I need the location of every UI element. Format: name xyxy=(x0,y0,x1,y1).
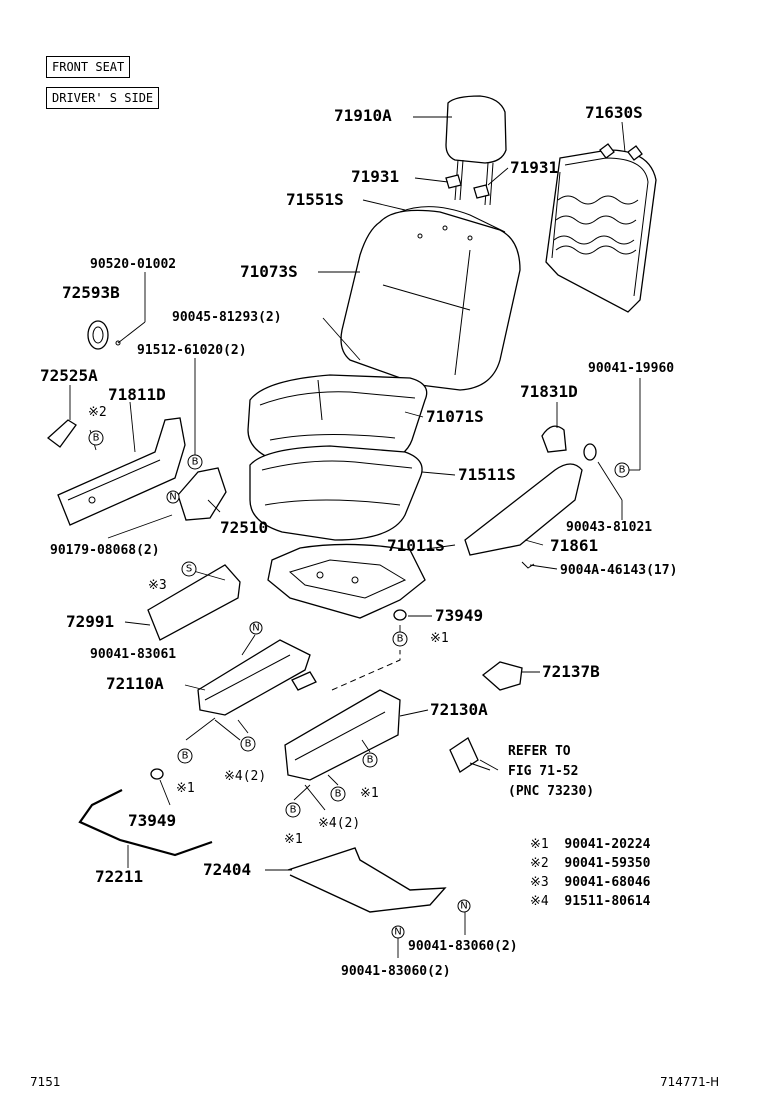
label-90043-81021[interactable]: 90043-81021 xyxy=(566,520,653,535)
label-71931-right[interactable]: 71931 xyxy=(510,158,559,177)
track-cover-drawing xyxy=(483,662,522,690)
legend-part[interactable]: 90041-68046 xyxy=(564,875,651,890)
label-72137B[interactable]: 72137B xyxy=(542,662,600,681)
seatback-frame-drawing xyxy=(546,144,656,312)
recliner-knob-drawing xyxy=(88,321,120,349)
label-71931-left[interactable]: 71931 xyxy=(351,167,400,186)
header-box-drivers-side: DRIVER' S SIDE xyxy=(46,87,160,109)
label-71551S[interactable]: 71551S xyxy=(286,190,344,209)
label-72110A[interactable]: 72110A xyxy=(106,674,164,693)
header-box-front-seat: FRONT SEAT xyxy=(46,56,131,78)
label-9004A-46143[interactable]: 9004A-46143(17) xyxy=(560,563,678,578)
label-72130A[interactable]: 72130A xyxy=(430,700,488,719)
label-73949-upper[interactable]: 73949 xyxy=(435,606,484,625)
legend-row: ※3 90041-68046 xyxy=(530,871,650,890)
seat-cushion-pad-drawing xyxy=(250,446,422,540)
label-90041-83061[interactable]: 90041-83061 xyxy=(90,647,177,662)
legend-part[interactable]: 90041-59350 xyxy=(564,856,651,871)
label-71073S[interactable]: 71073S xyxy=(240,262,298,281)
label-90041-83060-a[interactable]: 90041-83060(2) xyxy=(408,939,518,954)
link-72404-drawing xyxy=(288,848,445,912)
mark-x2: ※2 xyxy=(88,405,107,420)
legend-row: ※2 90041-59350 xyxy=(530,852,650,871)
label-72593B[interactable]: 72593B xyxy=(62,283,120,302)
footer-illustration-id: 714771-H xyxy=(660,1075,720,1089)
label-90179-08068[interactable]: 90179-08068(2) xyxy=(50,543,160,558)
side-shield-inner-drawing xyxy=(58,418,185,525)
headrest-drawing xyxy=(446,96,506,205)
label-72404[interactable]: 72404 xyxy=(203,860,252,879)
wire-72211-drawing xyxy=(80,790,212,855)
label-71630S[interactable]: 71630S xyxy=(585,103,643,122)
label-90041-83060-b[interactable]: 90041-83060(2) xyxy=(341,964,451,979)
legend-part[interactable]: 91511-80614 xyxy=(564,894,651,909)
label-71011S[interactable]: 71011S xyxy=(387,536,445,555)
label-71811D[interactable]: 71811D xyxy=(108,385,166,404)
label-90520-01002[interactable]: 90520-01002 xyxy=(90,257,177,272)
knob-71831D-drawing xyxy=(542,426,566,452)
seat-track-right-drawing xyxy=(285,690,400,810)
label-71071S[interactable]: 71071S xyxy=(426,407,484,426)
legend-mark: ※2 xyxy=(530,856,549,871)
label-71910A[interactable]: 71910A xyxy=(334,106,392,125)
refer-line-1: REFER TO xyxy=(508,744,571,759)
seatbelt-buckle-drawing xyxy=(450,738,478,772)
seat-pan-drawing xyxy=(268,544,425,618)
refer-line-2[interactable]: FIG 71-52 xyxy=(508,764,579,779)
label-90041-19960[interactable]: 90041-19960 xyxy=(588,361,675,376)
mark-x3: ※3 xyxy=(148,578,167,593)
footer-figure-number: 7151 xyxy=(30,1075,61,1089)
seatback-drawing xyxy=(341,207,520,390)
mark-x1-d: ※1 xyxy=(284,832,303,847)
label-72211[interactable]: 72211 xyxy=(95,867,144,886)
mark-x4-a: ※4(2) xyxy=(224,769,267,784)
seat-track-left-drawing xyxy=(198,640,316,740)
label-71831D[interactable]: 71831D xyxy=(520,382,578,401)
label-90045-81293[interactable]: 90045-81293(2) xyxy=(172,310,282,325)
legend-row: ※1 90041-20224 xyxy=(530,833,650,852)
lower-trim-drawing xyxy=(148,565,240,640)
legend-part[interactable]: 90041-20224 xyxy=(564,837,651,852)
mark-x1-a: ※1 xyxy=(430,631,449,646)
legend-mark: ※4 xyxy=(530,894,549,909)
label-71861[interactable]: 71861 xyxy=(550,536,599,555)
mark-x4-b: ※4(2) xyxy=(318,816,361,831)
label-72991[interactable]: 72991 xyxy=(66,612,115,631)
label-73949-lower[interactable]: 73949 xyxy=(128,811,177,830)
label-72510[interactable]: 72510 xyxy=(220,518,269,537)
mark-x1-c: ※1 xyxy=(360,786,379,801)
legend-mark: ※1 xyxy=(530,837,549,852)
label-91512-61020[interactable]: 91512-61020(2) xyxy=(137,343,247,358)
lever-cover-drawing xyxy=(48,420,76,447)
refer-line-3: (PNC 73230) xyxy=(508,784,595,799)
legend-mark: ※3 xyxy=(530,875,549,890)
label-71511S[interactable]: 71511S xyxy=(458,465,516,484)
side-shield-outer-drawing xyxy=(465,464,582,555)
mark-x1-b: ※1 xyxy=(176,781,195,796)
label-72525A[interactable]: 72525A xyxy=(40,366,98,385)
recliner-plate-drawing xyxy=(178,468,226,520)
legend-row: ※4 91511-80614 xyxy=(530,890,650,909)
legend: ※1 90041-20224 ※2 90041-59350 ※3 90041-6… xyxy=(530,833,650,909)
